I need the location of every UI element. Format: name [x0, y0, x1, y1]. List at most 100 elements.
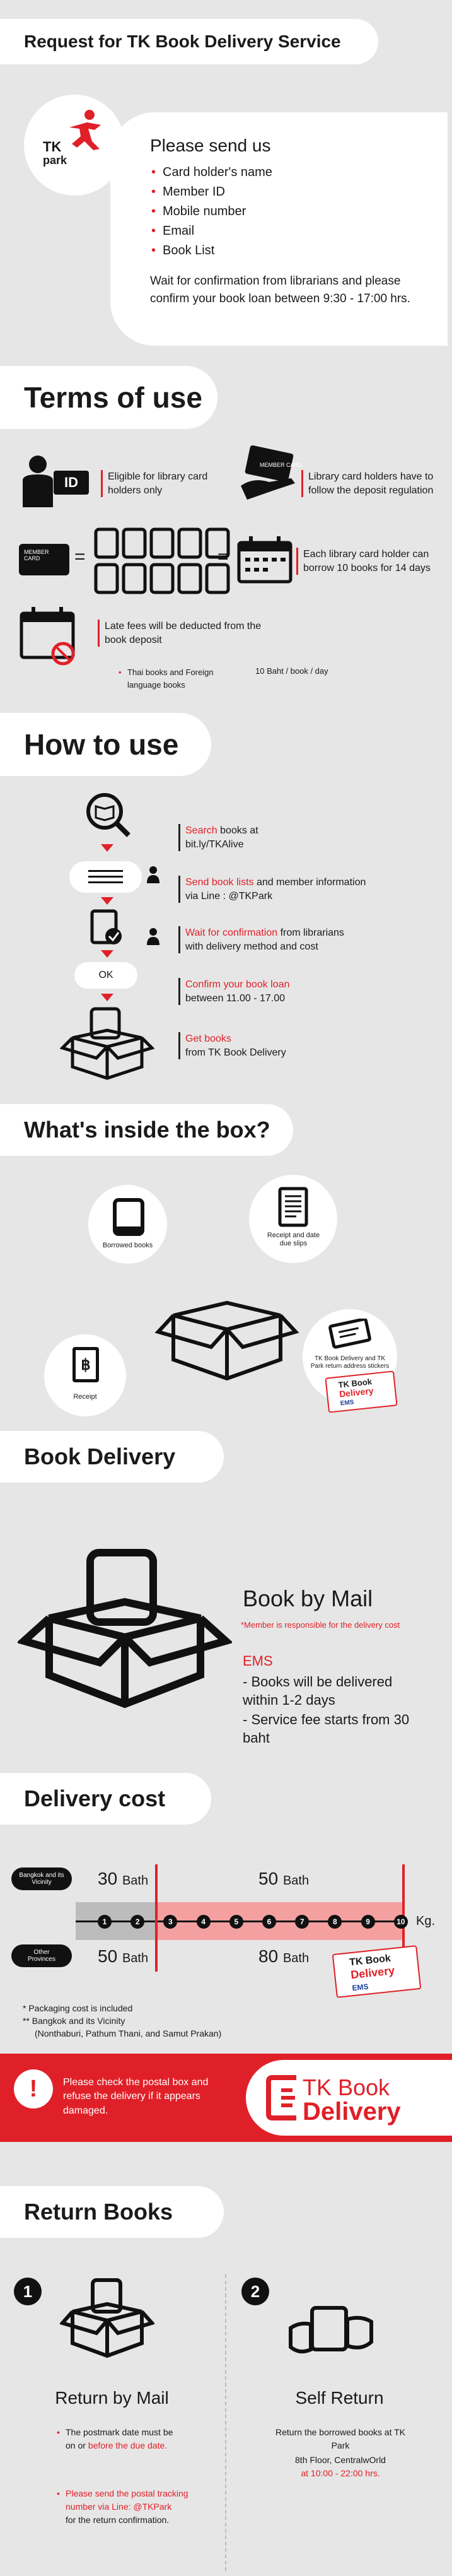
other-low-value: 50 — [98, 1946, 118, 1966]
cost-footnote-2: ** Bangkok and its Vicinity — [23, 2016, 125, 2026]
other-label: Other Provinces — [28, 1949, 55, 1963]
logo-tk-text: TK — [43, 139, 62, 155]
ok-label: OK — [98, 970, 113, 980]
terms-eligible: Eligible for library card holders only — [101, 470, 227, 498]
howto-title-pill: How to use — [0, 713, 211, 776]
weight-tick-4: 4 — [196, 1915, 211, 1929]
terms-title-pill: Terms of use — [0, 366, 217, 429]
member-card-label: MEMBER CARD — [260, 462, 303, 468]
borrowed-books-circle — [88, 1185, 167, 1264]
warning-logo-top: TK Book — [303, 2074, 390, 2100]
unit: Bath — [122, 1874, 149, 1888]
list-item: Book List — [150, 241, 272, 261]
equals-sign: = — [74, 546, 86, 567]
search-book-icon — [86, 793, 130, 837]
self-line-1: Return the borrowed books at TK Park — [275, 2427, 405, 2450]
returns-divider — [225, 2274, 226, 2571]
step-4-highlight: Confirm your book loan — [185, 979, 290, 990]
weight-tick-9: 9 — [361, 1915, 375, 1929]
step-number-2-text: 2 — [250, 2281, 260, 2301]
open-box-book-icon — [60, 1007, 154, 1080]
cost-footnote-3: (Nonthaburi, Pathum Thani, and Samut Pra… — [35, 2028, 222, 2038]
unit: Bath — [282, 1951, 310, 1965]
mail-point-2: • Please send the postal tracking number… — [57, 2488, 188, 2525]
returns-title: Return Books — [24, 2199, 173, 2225]
person-icon — [147, 866, 159, 883]
terms-late-fee: Late fees will be deducted from the book… — [98, 620, 274, 647]
bkk-low-value: 30 — [98, 1869, 118, 1888]
receipt-icon: ฿ — [72, 1347, 99, 1382]
delivery-title-pill: Book Delivery — [0, 1431, 224, 1483]
self-title: Self Return — [295, 2388, 384, 2408]
mail-p2a: Please send the postal tracking number v… — [66, 2488, 188, 2512]
tk-park-logo: TK park — [24, 95, 125, 196]
delivery-logo-mark-icon — [266, 2075, 296, 2120]
equals-sign-2: = — [217, 546, 229, 567]
howto-step-5: Get books from TK Book Delivery — [178, 1032, 286, 1060]
bkk-high-price: 50 Bath — [258, 1869, 309, 1889]
list-bubble — [69, 861, 142, 893]
list-item: Card holder's name — [150, 163, 272, 182]
mail-title: Return by Mail — [55, 2388, 169, 2408]
receipt-label: Receipt — [73, 1393, 97, 1401]
bangkok-badge: Bangkok and its Vicinity — [11, 1867, 72, 1890]
step-2-rest: and member information — [253, 877, 366, 888]
request-heading: Please send us — [150, 136, 271, 155]
logo-park-text: park — [43, 154, 67, 167]
bkk-low-price: 30 Bath — [98, 1869, 148, 1889]
member-card-small: MEMBER CARD — [19, 544, 69, 575]
book-icon — [113, 1198, 144, 1236]
returns-title-pill: Return Books — [0, 2186, 224, 2238]
header-title-pill: Request for TK Book Delivery Service — [0, 19, 378, 64]
warning-text: Please check the postal box and refuse t… — [63, 2077, 209, 2116]
step-2-highlight: Send book lists — [185, 877, 254, 888]
weight-tick-1: 1 — [98, 1915, 112, 1929]
cost-title-pill: Delivery cost — [0, 1773, 211, 1825]
fee-item-text: Thai books and Foreign language books — [127, 668, 214, 690]
mail-point-1: • The postmark date must be on or before… — [57, 2427, 173, 2450]
terms-title: Terms of use — [24, 381, 202, 414]
calendar-icon — [237, 536, 293, 584]
request-list: Card holder's name Member ID Mobile numb… — [150, 163, 272, 261]
step-1-highlight: Search — [185, 825, 217, 836]
weight-tick-2: 2 — [130, 1915, 145, 1929]
step-5-line2: from TK Book Delivery — [185, 1047, 286, 1058]
tk-park-figure-icon — [69, 110, 101, 150]
big-box-book-icon — [18, 1549, 232, 1709]
mail-p1b: before the due date. — [88, 2440, 168, 2450]
warning-logo-pill — [246, 2060, 452, 2136]
id-label: ID — [64, 474, 78, 490]
step-number-1-text: 1 — [23, 2281, 33, 2301]
ten-books-icon — [94, 527, 230, 594]
step-3-highlight: Wait for confirmation — [185, 927, 278, 938]
mail-p1a: The postmark date must be on or — [66, 2427, 173, 2450]
stickers-label: TK Book Delivery and TK Park return addr… — [310, 1355, 390, 1370]
step-number-1: 1 — [14, 2278, 42, 2305]
fee-item: •Thai books and Foreign language books — [119, 668, 214, 690]
open-box-icon — [154, 1300, 299, 1381]
member-card-hand-icon: MEMBER CARD — [241, 445, 303, 500]
warning-circle: ! — [14, 2069, 53, 2108]
howto-step-1: Search books at bit.ly/TKAlive — [178, 824, 258, 852]
list-item: Member ID — [150, 182, 272, 202]
mini-logo-ems: EMS — [340, 1399, 354, 1408]
delivery-heading: Book by Mail — [243, 1585, 373, 1611]
weight-tick-6: 6 — [262, 1915, 276, 1929]
fee-rate: 10 Baht / book / day — [255, 666, 328, 676]
ok-bubble: OK — [74, 962, 137, 989]
person-icon — [147, 928, 159, 945]
sticker-envelope-icon — [328, 1319, 371, 1349]
bkk-high-value: 50 — [258, 1869, 279, 1888]
list-item: Email — [150, 221, 272, 241]
box-title-pill: What's inside the box? — [0, 1104, 293, 1156]
step-3-line2: with delivery method and cost — [185, 941, 318, 952]
other-high-value: 80 — [258, 1946, 279, 1966]
weight-tick-3: 3 — [163, 1915, 178, 1929]
bangkok-label: Bangkok and its Vicinity — [19, 1872, 64, 1886]
delivery-note: *Member is responsible for the delivery … — [241, 1620, 400, 1630]
request-note: Wait for confirmation from librarians an… — [150, 274, 410, 305]
step-3-rest: from librarians — [277, 927, 344, 938]
other-high-price: 80 Bath — [258, 1946, 309, 1967]
id-card-person-icon: ID — [23, 456, 89, 507]
borrowed-books-label: Borrowed books — [102, 1242, 153, 1249]
